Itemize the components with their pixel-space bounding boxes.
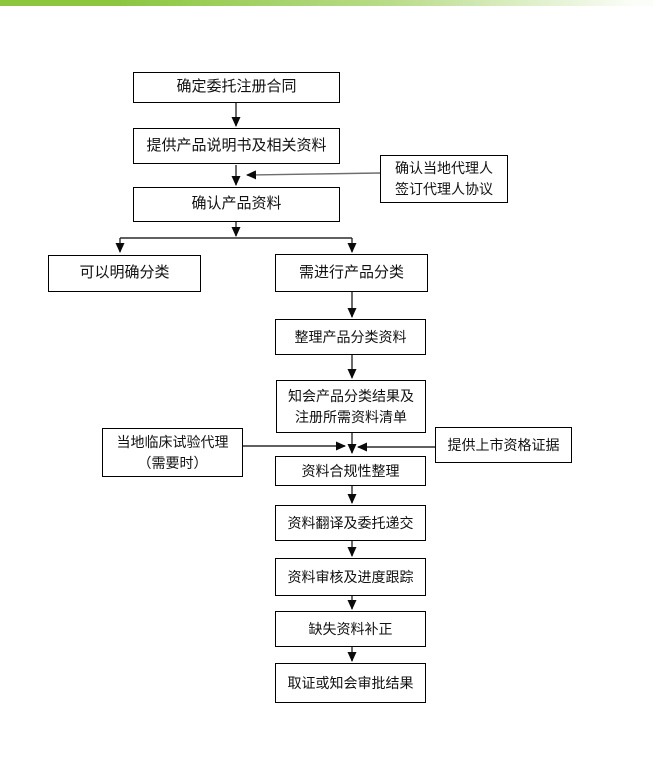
flow-node-certificate-approval-results: 取证或知会审批结果 bbox=[275, 663, 426, 703]
flow-node-clear-classification: 可以明确分类 bbox=[48, 255, 201, 292]
top-accent-bar bbox=[0, 0, 653, 6]
flow-node-confirm-local-agent: 确认当地代理人 签订代理人协议 bbox=[380, 155, 508, 203]
flow-node-organize-classification-data: 整理产品分类资料 bbox=[275, 319, 426, 355]
flow-node-review-progress-tracking: 资料审核及进度跟踪 bbox=[275, 558, 426, 596]
flow-node-missing-data-correction: 缺失资料补正 bbox=[275, 611, 426, 647]
flow-node-needs-classification: 需进行产品分类 bbox=[275, 254, 428, 292]
flow-node-provide-marketing-qualification: 提供上市资格证据 bbox=[435, 427, 572, 463]
flow-node-translation-submission: 资料翻译及委托递交 bbox=[275, 505, 426, 541]
flow-node-provide-product-manual: 提供产品说明书及相关资料 bbox=[133, 128, 340, 164]
flow-node-confirm-product-data: 确认产品资料 bbox=[133, 187, 340, 222]
flow-node-compliance-organization: 资料合规性整理 bbox=[275, 456, 426, 486]
flow-node-local-clinical-trial-agency: 当地临床试验代理 （需要时） bbox=[102, 428, 243, 477]
flow-node-notify-classification-results: 知会产品分类结果及 注册所需资料清单 bbox=[276, 380, 426, 433]
flow-node-determine-contract: 确定委托注册合同 bbox=[133, 72, 340, 103]
